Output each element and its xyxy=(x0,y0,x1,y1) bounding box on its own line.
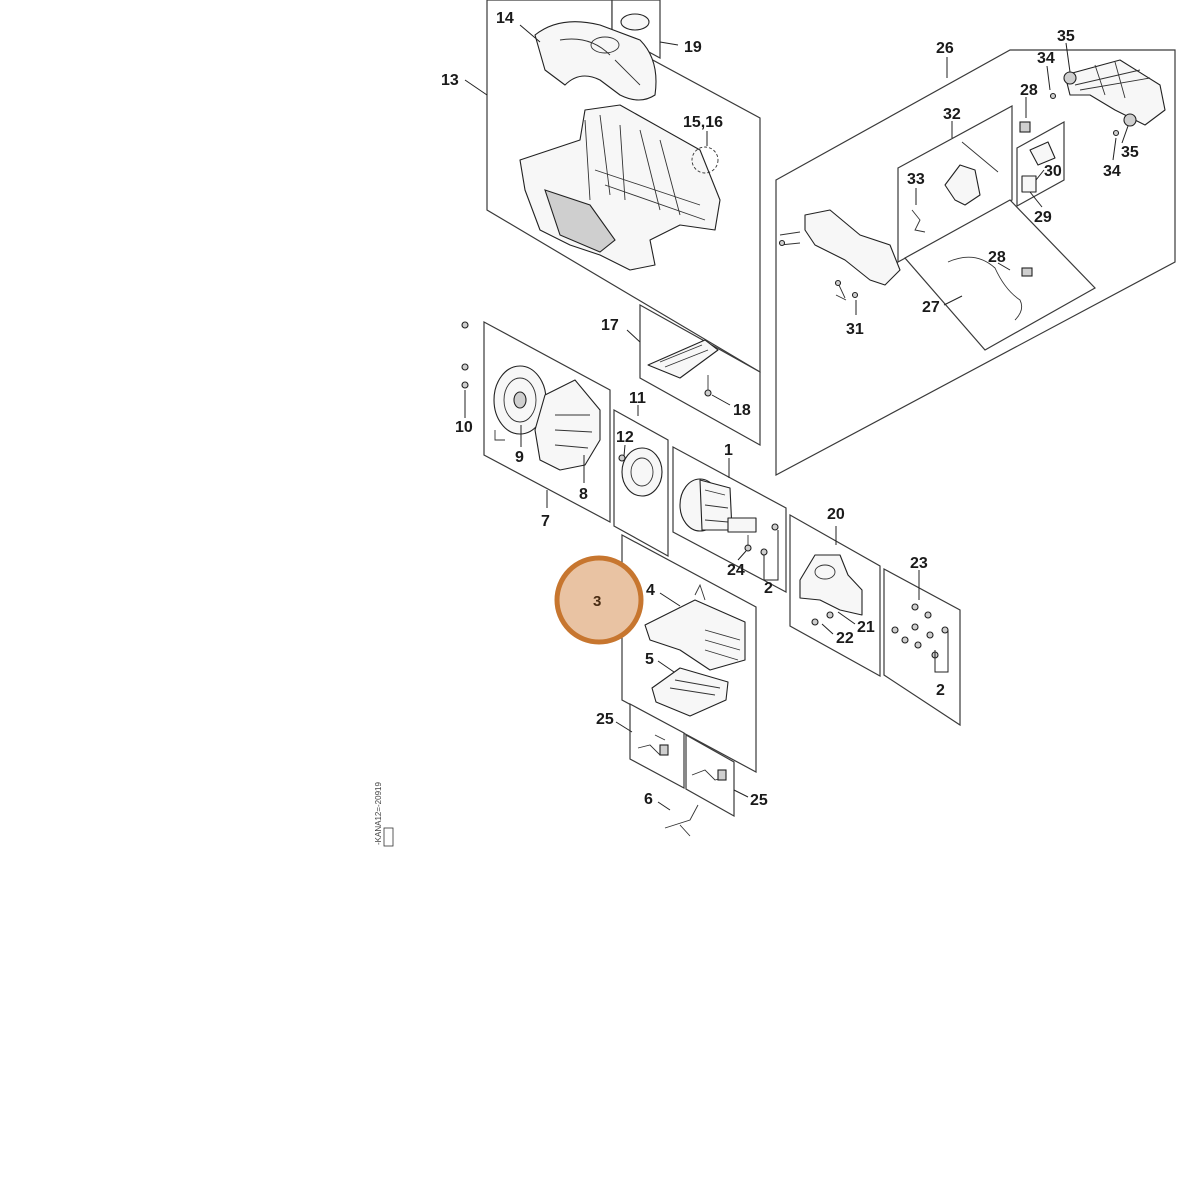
screw-24 xyxy=(744,535,752,552)
callout-14[interactable]: 14 xyxy=(496,10,514,27)
part-sketches xyxy=(461,13,1166,837)
callout-2-right[interactable]: 2 xyxy=(936,682,945,699)
trigger-set-32 xyxy=(911,141,999,233)
fan-housing-8 xyxy=(534,379,601,471)
switch-29 xyxy=(1021,175,1037,193)
clip-12 xyxy=(618,454,626,462)
callout-31[interactable]: 31 xyxy=(846,321,864,338)
frame-25-left xyxy=(629,702,685,790)
callout-5[interactable]: 5 xyxy=(645,651,654,668)
frame-23 xyxy=(883,567,961,727)
cable-27 xyxy=(947,256,1023,321)
callout-25-left[interactable]: 25 xyxy=(596,711,614,728)
bearing-11 xyxy=(621,447,663,497)
callout-21[interactable]: 21 xyxy=(857,619,875,636)
callout-28-bottom[interactable]: 28 xyxy=(988,249,1006,266)
motor-1 xyxy=(679,478,779,533)
sensor-25-right xyxy=(691,769,727,781)
callout-2-motor[interactable]: 2 xyxy=(764,580,773,597)
callout-7[interactable]: 7 xyxy=(541,513,550,530)
callout-4[interactable]: 4 xyxy=(646,582,655,599)
screws-10 xyxy=(461,321,469,389)
top-housing-shell-14 xyxy=(534,21,657,101)
switch-28 xyxy=(1019,121,1031,133)
electronics-cover-5 xyxy=(651,667,729,717)
screw-2a xyxy=(760,548,768,556)
callout-20[interactable]: 20 xyxy=(827,506,845,523)
callout-12[interactable]: 12 xyxy=(616,429,634,446)
callout-35-bottom[interactable]: 35 xyxy=(1121,144,1139,161)
callout-17[interactable]: 17 xyxy=(601,317,619,334)
gear-housing-20 xyxy=(799,554,863,626)
callout-10[interactable]: 10 xyxy=(455,419,473,436)
leader-lines xyxy=(464,24,1129,811)
side-code-text: -KANA12=-20919 xyxy=(374,782,383,845)
callout-18[interactable]: 18 xyxy=(733,402,751,419)
callout-33[interactable]: 33 xyxy=(907,171,925,188)
highlighted-part-3-hotspot[interactable]: 3 xyxy=(554,555,644,645)
callout-6[interactable]: 6 xyxy=(644,791,653,808)
callout-1[interactable]: 1 xyxy=(724,442,733,459)
callout-34-top[interactable]: 34 xyxy=(1037,50,1055,67)
switch-30 xyxy=(1029,141,1056,166)
callout-3: 3 xyxy=(593,593,601,610)
sensor-25-left xyxy=(637,734,669,756)
callout-34-bottom[interactable]: 34 xyxy=(1103,163,1121,180)
fan-wheel-9 xyxy=(493,365,547,441)
gasket-17 xyxy=(647,339,719,379)
seal-ring-15-16 xyxy=(691,146,719,174)
small-parts-23 xyxy=(891,603,949,659)
highlight-ring xyxy=(554,555,644,645)
electronics-4 xyxy=(644,583,746,671)
drawing-code: -KANA12=-20919 xyxy=(374,782,394,847)
callout-labels: 14 19 13 15,16 17 18 26 35 34 28 32 35 3… xyxy=(441,10,1139,809)
callout-11[interactable]: 11 xyxy=(629,390,646,407)
callout-26[interactable]: 26 xyxy=(936,40,954,57)
callout-29[interactable]: 29 xyxy=(1034,209,1052,226)
callout-32[interactable]: 32 xyxy=(943,106,961,123)
callout-9[interactable]: 9 xyxy=(515,449,524,466)
callout-27[interactable]: 27 xyxy=(922,299,940,316)
callout-35-top[interactable]: 35 xyxy=(1057,28,1075,45)
connector-28b xyxy=(1021,267,1033,277)
callout-8[interactable]: 8 xyxy=(579,486,588,503)
main-housing-13 xyxy=(519,104,721,271)
callout-30[interactable]: 30 xyxy=(1044,163,1062,180)
frame-17-18 xyxy=(639,303,761,447)
frame-27 xyxy=(904,199,1096,351)
screw-18 xyxy=(704,375,712,397)
callout-13[interactable]: 13 xyxy=(441,72,459,89)
callout-15-16[interactable]: 15,16 xyxy=(683,114,723,131)
cap-19 xyxy=(620,13,650,31)
callout-28-top[interactable]: 28 xyxy=(1020,82,1038,99)
callout-22[interactable]: 22 xyxy=(836,630,854,647)
callout-25-right[interactable]: 25 xyxy=(750,792,768,809)
side-code-box xyxy=(383,827,394,847)
handle-assembly-26 xyxy=(778,59,1166,301)
callout-19[interactable]: 19 xyxy=(684,39,702,56)
callout-24[interactable]: 24 xyxy=(727,562,745,579)
spring-6 xyxy=(664,804,699,837)
callout-23[interactable]: 23 xyxy=(910,555,928,572)
